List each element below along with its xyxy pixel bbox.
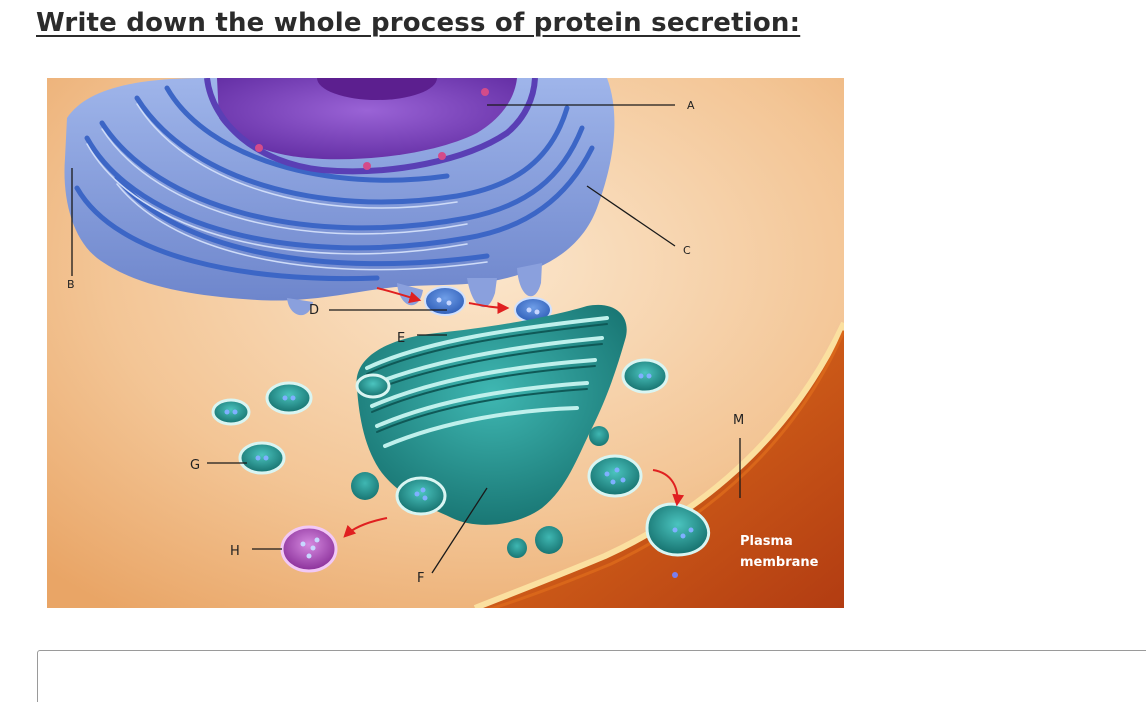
label-g: G bbox=[190, 458, 200, 473]
label-a: A bbox=[687, 99, 695, 112]
vesicle-contents bbox=[224, 373, 652, 501]
golgi-cisternae bbox=[365, 316, 609, 448]
er-highlights bbox=[86, 103, 488, 271]
label-h: H bbox=[230, 544, 240, 559]
golgi-vesicles bbox=[211, 358, 669, 516]
er-cisternae bbox=[74, 85, 595, 282]
nuclear-envelope bbox=[204, 78, 538, 175]
transport-vesicle bbox=[424, 286, 466, 316]
er-fold bbox=[467, 278, 497, 308]
er-fold bbox=[517, 263, 542, 297]
golgi-blebs bbox=[351, 426, 609, 558]
label-b: B bbox=[67, 278, 75, 291]
cell-diagram: A B C D E F G H M Plasma membrane bbox=[47, 78, 844, 608]
rough-er bbox=[64, 78, 615, 301]
transport-arrow bbox=[468, 301, 510, 314]
er-fold bbox=[287, 298, 313, 316]
exocytosis-vesicle bbox=[645, 502, 710, 557]
question-title: Write down the whole process of protein … bbox=[36, 8, 801, 38]
nucleolus bbox=[317, 78, 437, 100]
label-f: F bbox=[417, 571, 424, 586]
transport-arrow bbox=[376, 287, 422, 304]
label-e: E bbox=[397, 331, 405, 346]
plasma-membrane-label-line2: membrane bbox=[740, 555, 819, 570]
secreted-protein bbox=[672, 572, 678, 578]
extracellular-space bbox=[477, 328, 844, 608]
answer-textarea[interactable] bbox=[37, 650, 1146, 702]
lysosome bbox=[280, 525, 338, 573]
nuclear-pores bbox=[255, 88, 489, 170]
label-m: M bbox=[733, 413, 744, 428]
plasma-membrane-label-line1: Plasma bbox=[740, 534, 793, 549]
nucleus bbox=[217, 78, 517, 160]
cell-illustration: A B C D E F G H M Plasma membrane bbox=[47, 78, 844, 608]
leader-lines bbox=[71, 104, 741, 574]
label-d: D bbox=[309, 303, 319, 318]
golgi-cisternae-shadow bbox=[366, 323, 608, 433]
exocytosis-arrow bbox=[652, 469, 685, 507]
lysosome-arrow bbox=[343, 517, 388, 538]
label-c: C bbox=[683, 244, 691, 257]
